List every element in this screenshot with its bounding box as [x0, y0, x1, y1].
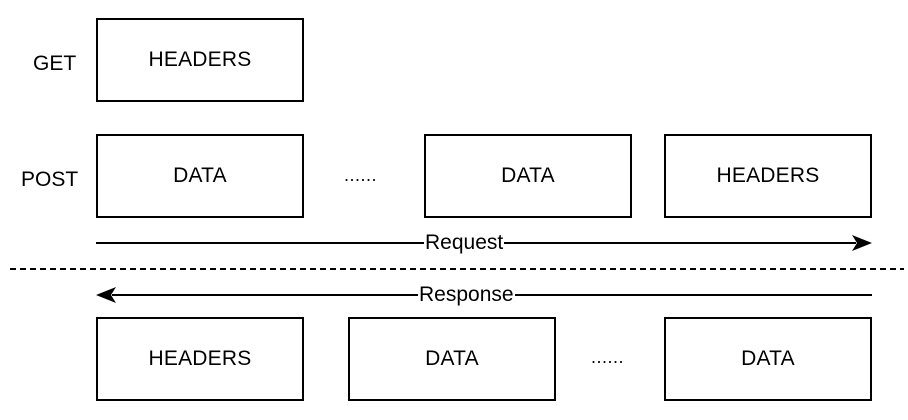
response-data-frame-1: DATA [348, 317, 556, 401]
response-arrowhead-icon [96, 287, 116, 303]
request-arrowhead-icon [852, 235, 872, 251]
post-row-label: POST [21, 168, 79, 191]
post-data-frame-2: DATA [424, 134, 632, 218]
response-label: Response [418, 283, 515, 307]
post-data-frame-1: DATA [96, 134, 304, 218]
get-row-label: GET [33, 52, 77, 75]
post-ellipsis: ...... [344, 165, 378, 185]
get-headers-frame: HEADERS [96, 18, 304, 102]
post-headers-frame: HEADERS [664, 134, 872, 218]
response-ellipsis: ...... [591, 347, 625, 367]
request-label: Request [424, 231, 505, 255]
response-headers-frame: HEADERS [96, 317, 304, 401]
response-data-frame-2: DATA [664, 317, 872, 401]
